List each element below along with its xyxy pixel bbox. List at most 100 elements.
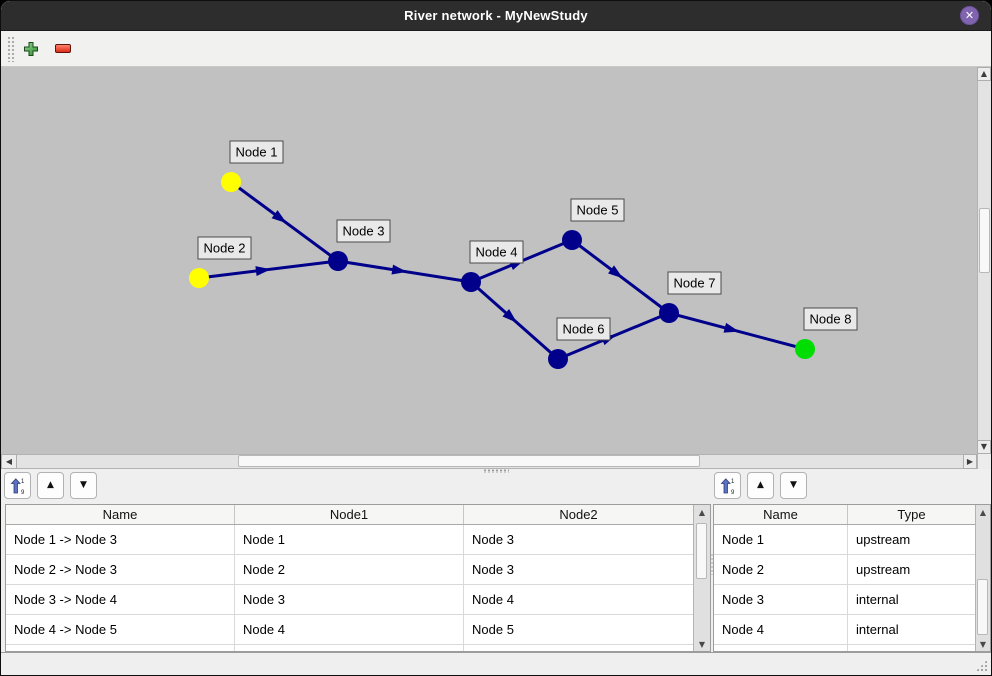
table-cell[interactable]: Node 3 — [235, 585, 464, 615]
table-cell[interactable]: Node 2 -> Node 3 — [6, 555, 235, 585]
arrow-down-icon: ▼ — [979, 639, 987, 649]
nodes-move-down-button[interactable]: ▼ — [780, 472, 807, 499]
scroll-down-button[interactable]: ▼ — [977, 440, 991, 454]
move-up-icon: ▲ — [757, 480, 764, 490]
table-row[interactable] — [714, 645, 975, 651]
nodes-sort-button[interactable]: 1 9 — [714, 472, 741, 499]
table-cell[interactable]: upstream — [848, 555, 975, 585]
nodes-table-scrollbar[interactable]: ▲ ▼ — [975, 505, 990, 651]
close-button[interactable]: ✕ — [960, 6, 979, 25]
river-node[interactable] — [548, 349, 568, 369]
close-icon: ✕ — [964, 9, 975, 22]
table-cell[interactable]: Node 3 — [464, 555, 693, 585]
branches-sort-button[interactable]: 1 9 — [4, 472, 31, 499]
svg-text:9: 9 — [731, 490, 735, 495]
node-label-box[interactable] — [803, 307, 858, 331]
river-node[interactable] — [562, 230, 582, 250]
table-cell[interactable]: Node 4 -> Node 5 — [6, 615, 235, 645]
branches-move-down-button[interactable]: ▼ — [70, 472, 97, 499]
vertical-scroll-thumb[interactable] — [977, 579, 988, 635]
table-cell[interactable]: Node 2 — [235, 555, 464, 585]
node-label-box[interactable] — [229, 140, 284, 164]
horizontal-scroll-thumb[interactable] — [238, 455, 700, 467]
vertical-scroll-thumb[interactable] — [696, 523, 707, 579]
table-cell[interactable] — [464, 645, 693, 651]
node-label-box[interactable] — [667, 271, 722, 295]
scroll-down-button[interactable]: ▼ — [976, 637, 990, 651]
node-label-box[interactable] — [469, 240, 524, 264]
column-header[interactable]: Type — [897, 507, 926, 522]
table-cell[interactable]: Node 2 — [714, 555, 848, 585]
scroll-down-button[interactable]: ▼ — [694, 637, 710, 651]
scroll-right-button[interactable]: ▶ — [963, 454, 977, 469]
table-cell[interactable]: Node 4 — [714, 615, 848, 645]
scroll-up-button[interactable]: ▲ — [976, 505, 990, 519]
river-node[interactable] — [659, 303, 679, 323]
arrow-down-icon: ▼ — [980, 442, 988, 451]
column-header[interactable]: Name — [714, 505, 848, 524]
column-header[interactable]: Node1 — [235, 505, 464, 524]
branches-table-scrollbar[interactable]: ▲ ▼ — [693, 505, 710, 651]
table-cell[interactable] — [6, 645, 235, 651]
node-label-box[interactable] — [197, 236, 252, 260]
table-cell[interactable]: Node 4 — [235, 615, 464, 645]
table-cell[interactable]: Node 1 — [714, 525, 848, 555]
table-cell[interactable]: Node 4 — [464, 585, 693, 615]
table-row[interactable] — [6, 645, 693, 651]
branches-move-up-button[interactable]: ▲ — [37, 472, 64, 499]
sort-ascending-icon: 1 9 — [720, 477, 735, 495]
table-cell[interactable]: Node 1 — [235, 525, 464, 555]
table-cell[interactable]: Node 5 — [464, 615, 693, 645]
column-header[interactable]: Node2 — [559, 507, 598, 522]
toolbar-drag-handle[interactable] — [7, 36, 16, 62]
canvas-vertical-scrollbar[interactable]: ▲ ▼ — [977, 67, 991, 454]
scroll-up-button[interactable]: ▲ — [977, 67, 991, 81]
river-node[interactable] — [795, 339, 815, 359]
title-bar[interactable]: River network - MyNewStudy ✕ — [1, 1, 991, 31]
table-cell[interactable] — [848, 645, 975, 651]
river-node[interactable] — [221, 172, 241, 192]
node-label-box[interactable] — [556, 317, 611, 341]
node-label-box[interactable] — [570, 198, 625, 222]
table-cell[interactable] — [235, 645, 464, 651]
add-node-button[interactable] — [18, 36, 44, 62]
nodes-move-up-button[interactable]: ▲ — [747, 472, 774, 499]
table-cell[interactable]: Node 1 -> Node 3 — [6, 525, 235, 555]
node-label: Node 6 — [563, 322, 605, 337]
river-node[interactable] — [328, 251, 348, 271]
minus-icon — [54, 44, 71, 53]
resize-grip[interactable] — [975, 659, 988, 672]
river-node[interactable] — [189, 268, 209, 288]
scroll-up-button[interactable]: ▲ — [694, 505, 710, 519]
table-cell[interactable] — [714, 645, 848, 651]
vertical-scroll-thumb[interactable] — [979, 208, 990, 273]
node-label-box[interactable] — [336, 219, 391, 243]
table-cell[interactable]: Node 3 — [714, 585, 848, 615]
scroll-left-button[interactable]: ◀ — [1, 454, 17, 469]
splitter-handle-vertical[interactable] — [709, 553, 713, 575]
svg-text:9: 9 — [21, 490, 25, 495]
table-cell[interactable]: internal — [848, 615, 975, 645]
arrow-up-icon: ▲ — [979, 507, 987, 517]
table-cell[interactable]: Node 3 — [464, 525, 693, 555]
table-cell[interactable]: Node 3 -> Node 4 — [6, 585, 235, 615]
remove-node-button[interactable] — [50, 36, 76, 62]
splitter-handle-horizontal[interactable] — [483, 469, 509, 473]
scrollbar-corner — [977, 454, 991, 469]
column-header[interactable]: Name — [6, 505, 235, 524]
table-cell[interactable]: upstream — [848, 525, 975, 555]
canvas-horizontal-scrollbar[interactable]: ◀ ▶ — [1, 454, 991, 469]
table-cell[interactable]: internal — [848, 585, 975, 615]
arrow-left-icon: ◀ — [5, 456, 13, 466]
river-node[interactable] — [461, 272, 481, 292]
